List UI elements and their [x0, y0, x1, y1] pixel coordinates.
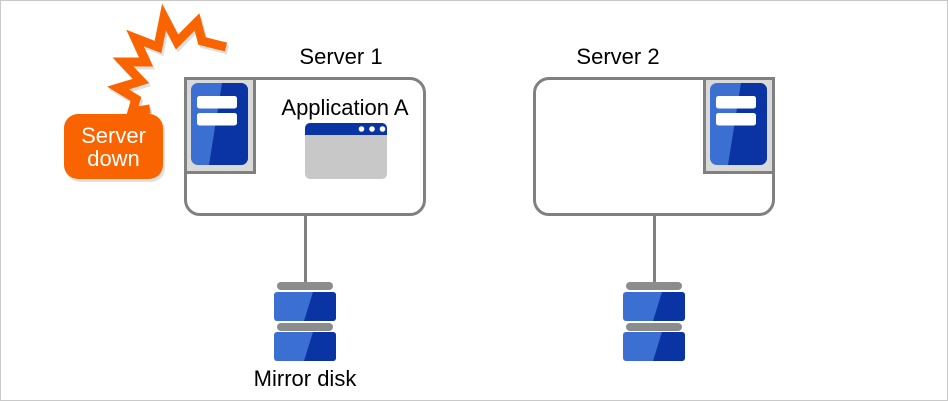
server2-title: Server 2 [576, 44, 660, 69]
server2-disk-connector [653, 214, 656, 284]
server1-icon-frame [184, 77, 256, 174]
disk-cap-2 [626, 323, 682, 331]
disk-cap-1 [626, 282, 682, 290]
server-down-line1: Server [81, 122, 146, 148]
disk-cap-2 [277, 323, 333, 331]
crash-bolt-zigzag [107, 3, 228, 118]
mirror-disk-icon [623, 282, 685, 361]
disk-platter-dark [653, 292, 685, 321]
disk-platter-dark [653, 332, 685, 361]
server-down-badge: Server down [64, 114, 163, 179]
server-tower-icon [710, 83, 767, 165]
window-dot-3 [379, 126, 386, 132]
server2-icon-frame [703, 77, 775, 174]
tower-slot-2 [197, 113, 237, 126]
application-a-label: Application A [281, 95, 409, 120]
window-dot-1 [358, 126, 365, 132]
server1-disk-connector [304, 214, 307, 284]
disk-platter-dark [304, 332, 336, 361]
tower-slot-1 [197, 96, 237, 109]
window-title-bar [305, 123, 387, 135]
disk-platter-dark [304, 292, 336, 321]
mirror-disk-icon [274, 282, 336, 361]
server-down-line2: down [87, 145, 140, 171]
mirror-disk-label: Mirror disk [253, 366, 357, 391]
server1-title: Server 1 [299, 44, 383, 69]
application-window-icon [305, 123, 387, 179]
window-dot-2 [369, 126, 375, 132]
tower-slot-2 [716, 113, 756, 126]
disk-cap-1 [277, 282, 333, 290]
tower-slot-1 [716, 96, 756, 109]
crash-bolt-icon [107, 3, 228, 118]
server-tower-icon [191, 83, 248, 165]
